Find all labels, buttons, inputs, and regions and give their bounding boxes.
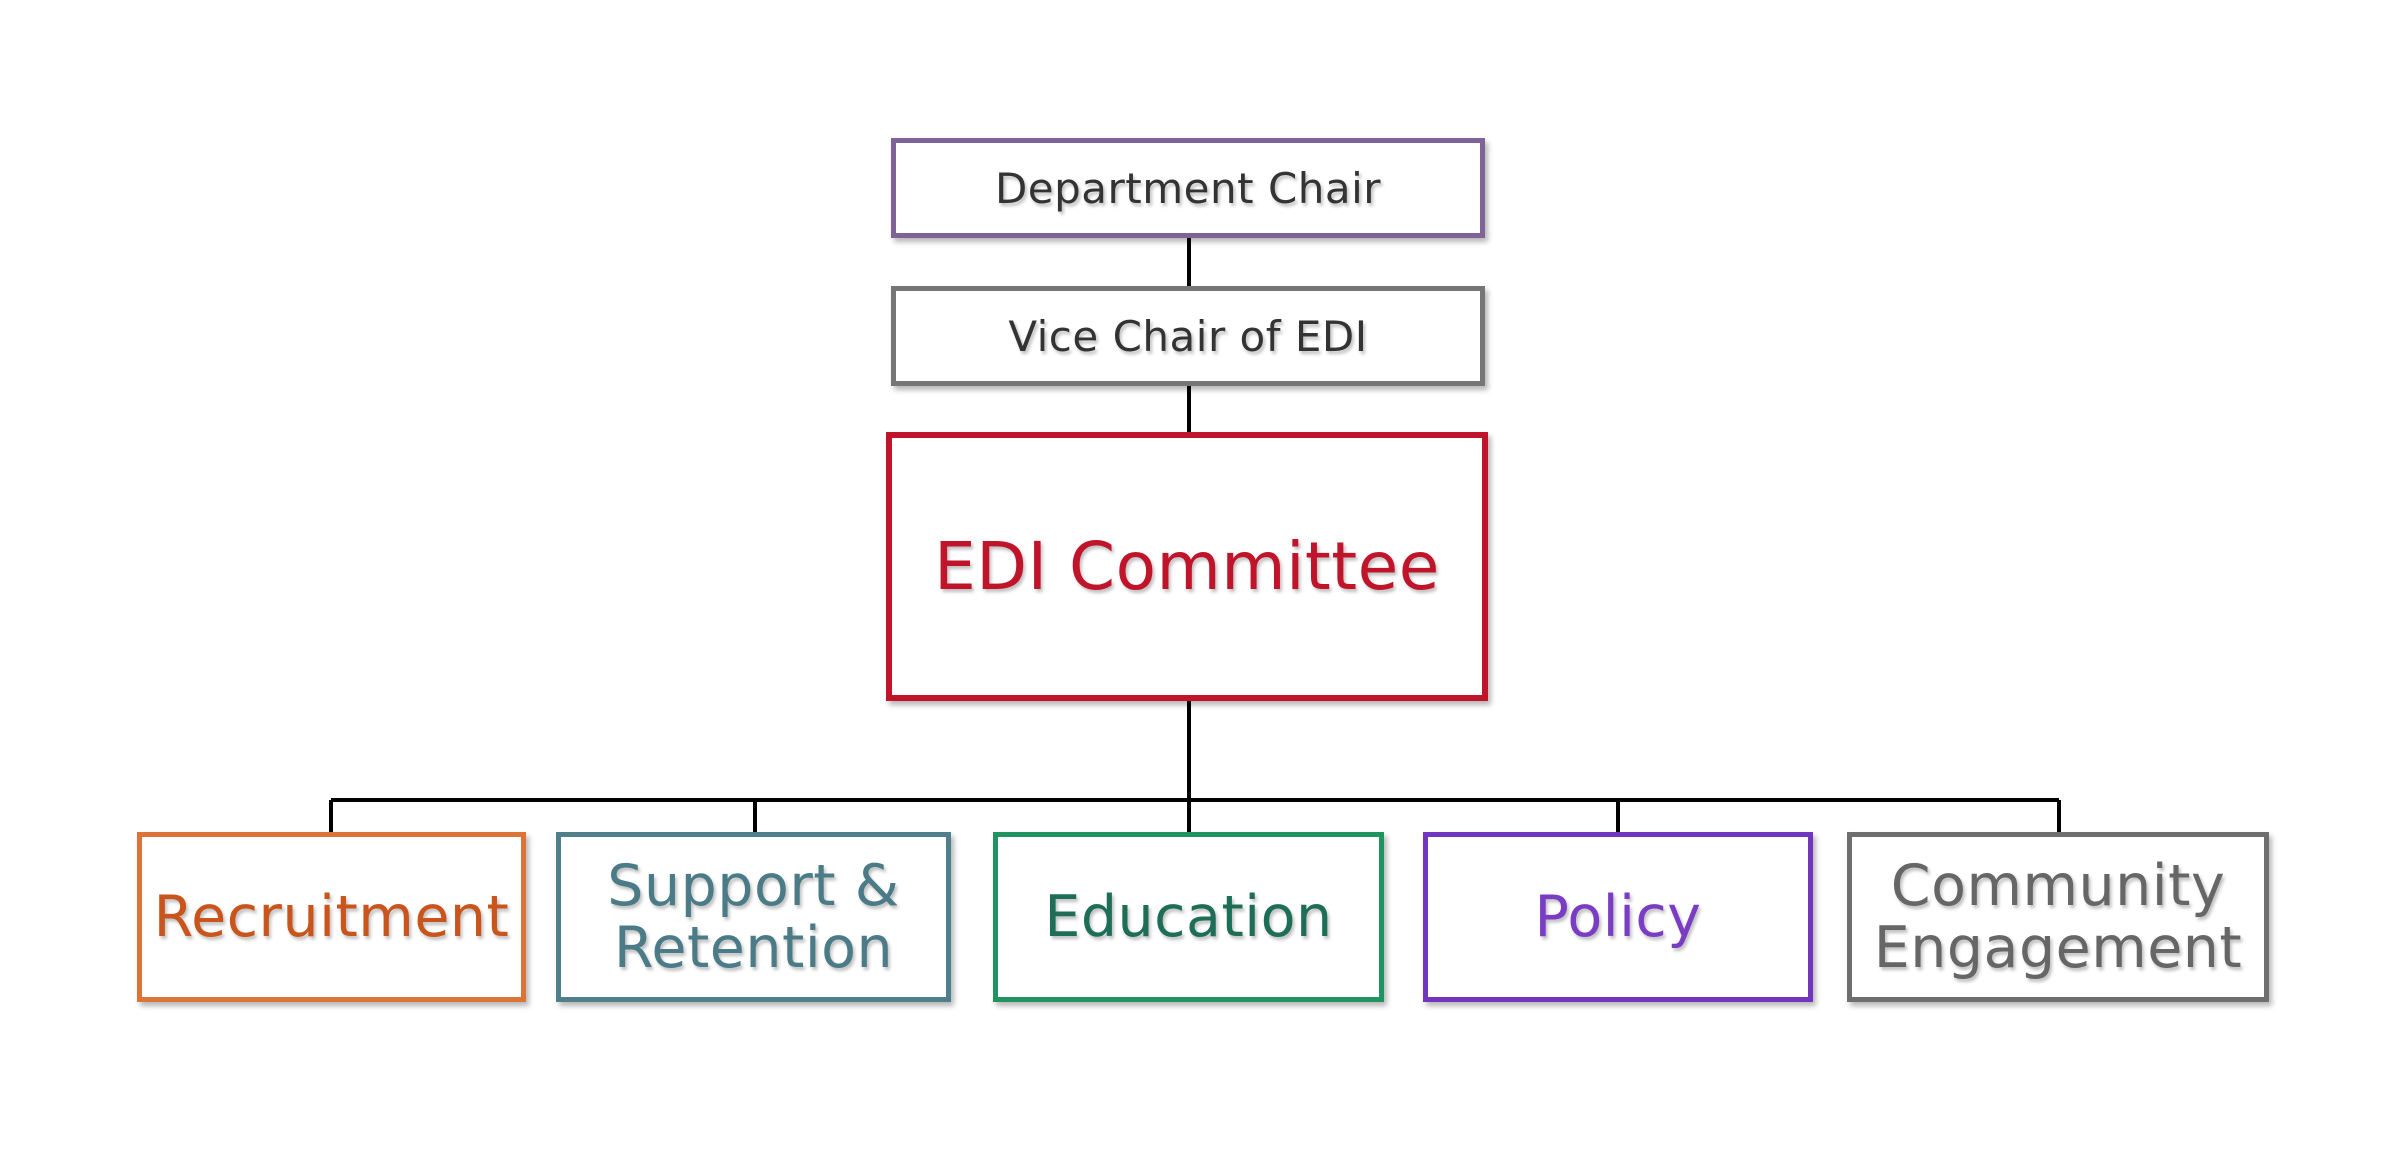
policy-label-line-1: Policy <box>1534 884 1702 950</box>
recruitment-box: Recruitment <box>137 832 526 1002</box>
community-engagement-label-line-1: Community <box>1890 853 2226 919</box>
education-label: Education <box>1044 886 1332 948</box>
support-retention-box: Support & Retention <box>556 832 951 1002</box>
education-box: Education <box>993 832 1384 1002</box>
community-engagement-box: Community Engagement <box>1847 832 2269 1002</box>
community-engagement-label-line-2: Engagement <box>1873 915 2243 981</box>
department-chair-label: Department Chair <box>994 163 1382 213</box>
community-engagement-label: Community Engagement <box>1874 855 2243 979</box>
department-chair-box: Department Chair <box>891 138 1485 238</box>
recruitment-label: Recruitment <box>154 886 510 948</box>
recruitment-label-line-1: Recruitment <box>153 884 510 950</box>
support-retention-label-line-2: Retention <box>613 915 894 981</box>
support-retention-label-line-1: Support & <box>607 853 900 919</box>
policy-label: Policy <box>1535 886 1702 948</box>
edi-committee-box: EDI Committee <box>886 432 1488 701</box>
education-label-line-1: Education <box>1044 884 1333 950</box>
support-retention-label: Support & Retention <box>607 855 899 979</box>
policy-box: Policy <box>1423 832 1813 1002</box>
vice-chair-box: Vice Chair of EDI <box>891 286 1485 386</box>
vice-chair-label: Vice Chair of EDI <box>1008 311 1368 361</box>
edi-committee-label: EDI Committee <box>934 528 1440 605</box>
